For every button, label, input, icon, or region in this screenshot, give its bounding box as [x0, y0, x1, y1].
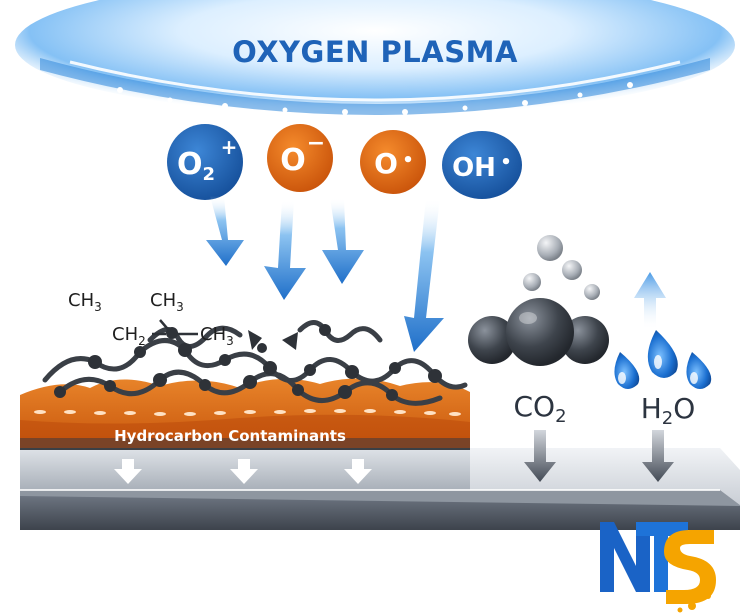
svg-text:OH: OH: [452, 153, 496, 183]
svg-text:−: −: [307, 131, 325, 156]
plasma-glow: [15, 0, 735, 115]
co2-label: CO2: [513, 390, 566, 427]
plasma-title: OXYGEN PLASMA: [232, 35, 518, 69]
substrate-arrows: [114, 459, 372, 484]
h2o-up-arrow: [634, 272, 666, 330]
svg-text:•: •: [500, 152, 512, 173]
h2o-down-arrow: [642, 430, 674, 482]
ch3-label-right: CH3: [200, 324, 234, 348]
ion-o-radical: O •: [360, 130, 426, 194]
svg-text:O: O: [280, 143, 306, 178]
h2o-label: H2O: [641, 392, 696, 429]
svg-text:O: O: [374, 147, 398, 180]
nts-logo: [600, 522, 716, 613]
polymer-nodes: [54, 324, 442, 401]
ion-oh-radical: OH •: [442, 131, 522, 199]
ion-o2-plus: O2 +: [167, 124, 243, 200]
co2-molecule: [468, 235, 609, 366]
hydrocarbon-molecule: CH3 CH3 CH2 CH3: [68, 290, 234, 348]
h2o-droplets: [614, 330, 712, 389]
ion-flux-arrows: [206, 196, 444, 352]
svg-text:+: +: [221, 135, 238, 159]
svg-text:•: •: [402, 150, 414, 171]
svg-text:O2: O2: [177, 147, 215, 185]
co2-down-arrow: [524, 430, 556, 482]
contaminant-label: Hydrocarbon Contaminants: [114, 427, 346, 445]
ion-o-minus: O −: [267, 124, 333, 192]
ch2-label: CH2: [112, 324, 146, 348]
ch3-label-top: CH3: [150, 290, 184, 314]
contaminant-layer: Hydrocarbon Contaminants: [20, 378, 470, 450]
ch3-label-left: CH3: [68, 290, 102, 314]
